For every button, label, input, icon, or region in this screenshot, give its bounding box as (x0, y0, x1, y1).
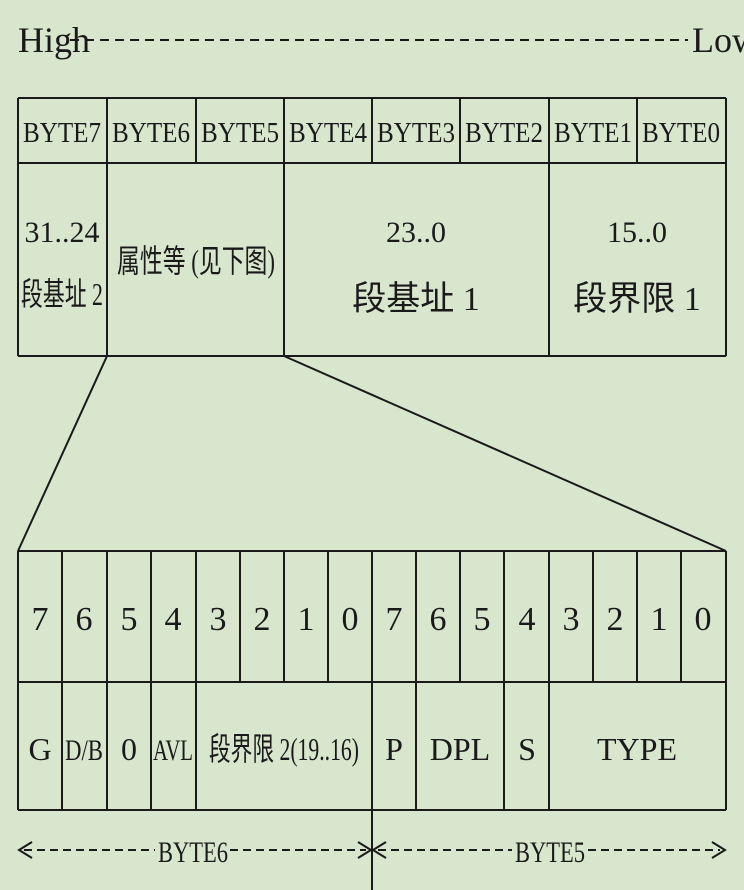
limit-low-name: 段界限 1 (573, 280, 701, 318)
low-label: Low (692, 20, 744, 60)
base-high-range: 31..24 (25, 216, 100, 249)
bit-label: 1 (651, 601, 668, 638)
bit-label: 7 (32, 601, 49, 638)
bit-label: 5 (474, 601, 491, 638)
field-zero: 0 (121, 731, 137, 767)
byte-header-5: BYTE5 (201, 118, 279, 149)
byte-header-6: BYTE6 (112, 118, 190, 149)
field-g: G (28, 731, 51, 767)
bottom-table: 7 6 5 4 3 2 1 0 7 6 5 4 3 2 1 0 G D/B 0 … (17, 550, 727, 890)
bit-label: 6 (76, 601, 93, 638)
zoom-line-right (283, 355, 727, 552)
byte-header-7: BYTE7 (23, 118, 101, 149)
base-low-range: 23..0 (386, 216, 446, 249)
field-s: S (518, 731, 536, 767)
zoom-line-left (17, 355, 108, 552)
byte5-span-arrow (371, 841, 727, 859)
high-label: High (18, 20, 90, 60)
bit-label: 0 (695, 601, 712, 638)
limit-low-range: 15..0 (607, 216, 667, 249)
field-limit-high: 段界限 2(19..16) (209, 731, 359, 767)
attributes-name: 属性等 (见下图) (117, 243, 275, 279)
base-low-name: 段基址 1 (352, 280, 480, 318)
bit-label: 1 (298, 601, 315, 638)
bit-label: 4 (165, 601, 182, 638)
byte6-span-arrow (17, 841, 373, 859)
byte5-span-label: BYTE5 (515, 836, 585, 869)
field-type: TYPE (597, 731, 677, 767)
bit-label: 5 (121, 601, 138, 638)
bit-label: 6 (430, 601, 447, 638)
bit-label: 7 (386, 601, 403, 638)
bit-label: 3 (210, 601, 227, 638)
bit-label: 3 (563, 601, 580, 638)
bit-label: 2 (254, 601, 271, 638)
field-db: D/B (65, 734, 103, 767)
byte-header-2: BYTE2 (465, 118, 543, 149)
top-table: BYTE7 BYTE6 BYTE5 BYTE4 BYTE3 BYTE2 BYTE… (17, 97, 727, 357)
field-avl: AVL (153, 734, 193, 767)
byte-header-4: BYTE4 (289, 118, 367, 149)
base-high-name: 段基址 2 (21, 276, 103, 312)
bit-label: 4 (519, 601, 536, 638)
byte-header-0: BYTE0 (642, 118, 720, 149)
field-dpl: DPL (430, 731, 490, 767)
byte-header-3: BYTE3 (377, 118, 455, 149)
bit-label: 0 (342, 601, 359, 638)
byte6-span-label: BYTE6 (158, 836, 228, 869)
byte-header-1: BYTE1 (554, 118, 632, 149)
bit-label: 2 (607, 601, 624, 638)
field-p: P (385, 731, 403, 767)
